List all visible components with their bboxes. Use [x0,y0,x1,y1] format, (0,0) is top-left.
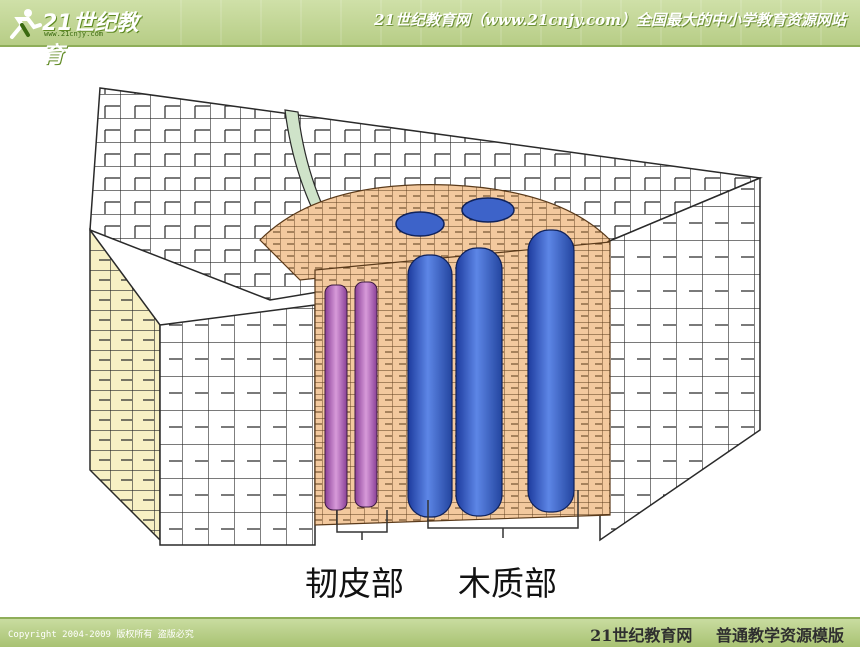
xylem-vessel [527,229,575,513]
header-slogan: 21世纪教育网（www.21cnjy.com）全国最大的中小学教育资源网站 [374,11,846,29]
site-logo[interactable]: 21世纪教育 www.21cnjy.com [6,3,156,68]
footer-brand[interactable]: 21世纪教育网 普通教学资源模版 [590,626,844,645]
phloem-label: 韧皮部 [305,564,404,603]
runner-logo-icon [10,9,42,39]
phloem-bracket [336,510,388,540]
phloem-tube [324,284,348,511]
copyright-text: Copyright 2004-2009 版权所有 盗版必究 [8,630,194,640]
phloem-tube [354,281,378,508]
cortex-side-wall [89,227,161,542]
xylem-vessel-opening [461,197,515,223]
xylem-vessel-opening [395,211,445,237]
xylem-bracket [427,490,579,538]
footer-bar: Copyright 2004-2009 版权所有 盗版必究 21世纪教育网 普通… [0,617,860,647]
vascular-bundle-diagram [89,87,763,546]
xylem-vessel [455,247,503,517]
logo-text: 21世纪教育 [42,11,139,68]
header-banner: 21世纪教育 www.21cnjy.com 21世纪教育网（www.21cnjy… [0,0,860,68]
xylem-label: 木质部 [458,564,557,603]
cortex-front-wall [159,304,316,546]
header-stripes [180,0,860,45]
xylem-vessel [407,254,453,518]
logo-url: www.21cnjy.com [44,30,104,38]
